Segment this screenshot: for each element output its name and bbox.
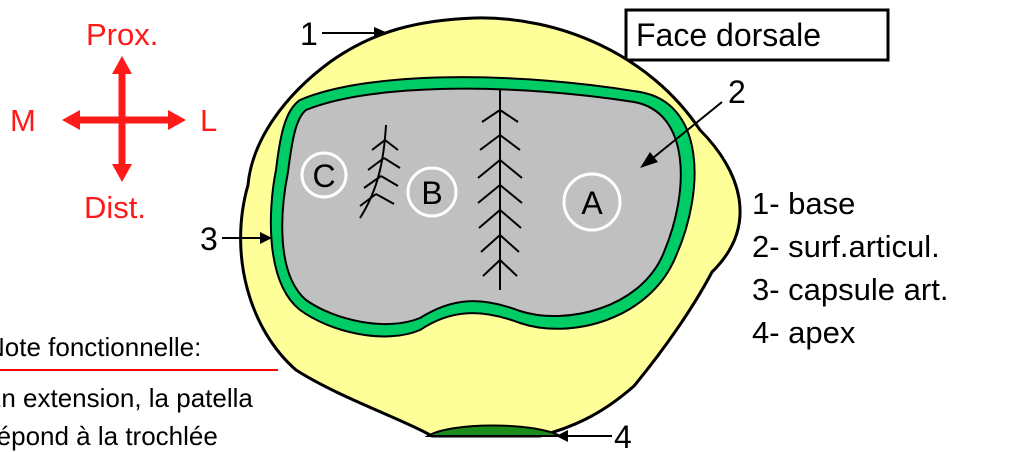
facet-a-label: A bbox=[581, 185, 603, 221]
legend-item: 1- base bbox=[752, 186, 855, 221]
facet-c: C bbox=[302, 153, 346, 197]
note-line-2: répond à la trochlée bbox=[0, 421, 218, 451]
callout-4-label: 4 bbox=[614, 419, 632, 452]
orientation-cross: Prox. Dist. M L bbox=[10, 17, 217, 225]
callout-2-label: 2 bbox=[728, 74, 746, 110]
prox-label: Prox. bbox=[86, 17, 158, 52]
callout-1-label: 1 bbox=[300, 16, 318, 52]
legend: 1- base 2- surf.articul. 3- capsule art.… bbox=[752, 186, 948, 350]
legend-item: 2- surf.articul. bbox=[752, 229, 940, 264]
lateral-label: L bbox=[200, 103, 217, 138]
note-line-1: En extension, la patella bbox=[0, 383, 253, 413]
title-label: Face dorsale bbox=[636, 17, 821, 53]
functional-note: Note fonctionnelle: En extension, la pat… bbox=[0, 332, 278, 451]
note-heading: Note fonctionnelle: bbox=[0, 332, 201, 362]
legend-item: 4- apex bbox=[752, 315, 856, 350]
title-box: Face dorsale bbox=[626, 10, 888, 60]
orientation-arrows-icon bbox=[62, 56, 186, 182]
callout-3-label: 3 bbox=[200, 221, 218, 257]
facet-b: B bbox=[408, 168, 456, 216]
medial-label: M bbox=[10, 103, 36, 138]
legend-item: 3- capsule art. bbox=[752, 272, 948, 307]
facet-a: A bbox=[564, 174, 620, 230]
facet-b-label: B bbox=[421, 175, 442, 211]
facet-c-label: C bbox=[312, 158, 335, 194]
dist-label: Dist. bbox=[84, 190, 146, 225]
